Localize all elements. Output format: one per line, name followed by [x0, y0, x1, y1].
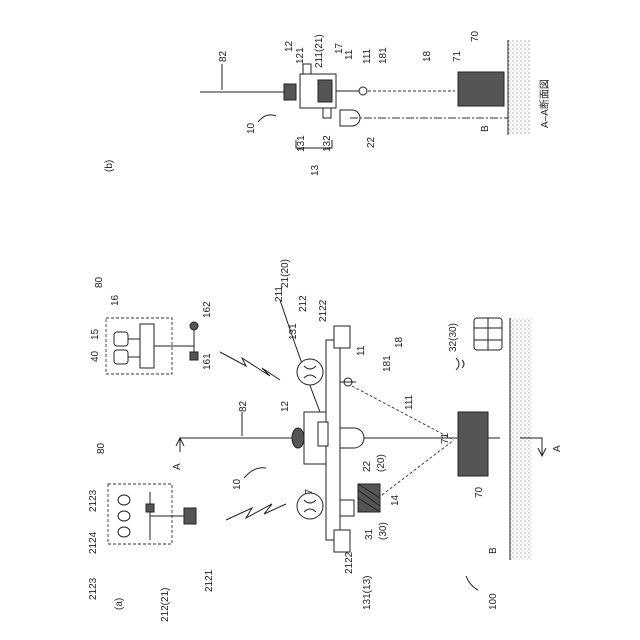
label-121b: 121 — [295, 47, 306, 64]
body-17 — [318, 422, 328, 446]
panel-b-label: (b) — [104, 160, 115, 172]
unit-16 — [140, 324, 154, 368]
tether-18a — [352, 386, 454, 440]
antenna-161 — [190, 352, 198, 360]
label-31-30b: (30) — [378, 522, 389, 540]
label-18b: 18 — [422, 50, 433, 62]
wireless-signal-top — [220, 352, 280, 380]
propeller-132-b — [323, 108, 331, 118]
label-80b: 80 — [96, 442, 107, 454]
label-12a: 12 — [280, 400, 291, 412]
wireless-signal-bottom — [226, 504, 286, 520]
hub-12-b — [284, 84, 296, 100]
label-212-21: 212(21) — [160, 588, 171, 622]
antenna-162 — [190, 322, 198, 330]
section-title: A–A断面図 — [538, 79, 551, 128]
sensor-31 — [340, 500, 354, 516]
label-111a: 111 — [404, 394, 415, 410]
label-2124: 2124 — [88, 531, 99, 554]
hub-12 — [292, 428, 304, 448]
label-10a: 10 — [232, 478, 243, 490]
label-2123a: 2123 — [88, 489, 99, 512]
label-16: 16 — [110, 294, 121, 306]
unit-15 — [114, 332, 128, 346]
label-21-20: 21(20) — [280, 259, 291, 288]
label-Bb: B — [480, 125, 491, 132]
label-131b: 131 — [296, 135, 307, 152]
label-80a: 80 — [94, 276, 105, 288]
label-82a: 82 — [238, 400, 249, 412]
panel-a: (a) 100 80 40 15 16 161 162 80 2123 2124… — [88, 259, 563, 622]
label-11b: 11 — [344, 49, 355, 60]
label-131-13: 131(13) — [362, 576, 373, 610]
unit-40 — [114, 350, 128, 364]
label-100: 100 — [488, 593, 499, 610]
label-40: 40 — [90, 350, 101, 362]
label-22a: 22 — [362, 460, 373, 472]
label-A2: A — [552, 445, 563, 452]
propeller-131-bottom — [297, 493, 323, 519]
label-15: 15 — [90, 328, 101, 340]
antenna-2121 — [184, 508, 196, 524]
label-2122b: 2122 — [344, 551, 355, 574]
propeller-131-top — [297, 359, 323, 385]
label-14: 14 — [390, 494, 401, 506]
label-32-30: 32(30) — [448, 323, 459, 352]
camera-22 — [340, 428, 364, 448]
label-132: 132 — [322, 135, 333, 152]
label-11a: 11 — [356, 345, 367, 356]
stick-2123b — [118, 527, 130, 537]
label-18a: 18 — [394, 336, 405, 348]
label-2122a: 2122 — [318, 299, 329, 322]
label-181a: 181 — [382, 355, 393, 372]
label-212: 212 — [298, 295, 309, 312]
label-13: 13 — [310, 164, 321, 176]
label-12b: 12 — [284, 40, 295, 52]
label-111b: 111 — [362, 48, 373, 64]
label-82b: 82 — [218, 50, 229, 62]
ground-section — [508, 40, 530, 135]
label-71a: 71 — [440, 432, 451, 444]
ground — [510, 318, 532, 560]
label-70b: 70 — [470, 30, 481, 42]
label-22b: 22 — [366, 136, 377, 148]
label-2121: 2121 — [204, 569, 215, 592]
label-162: 162 — [202, 301, 213, 318]
label-211-21: 211(21) — [314, 34, 325, 68]
label-131a: 131 — [288, 323, 299, 340]
object-70 — [458, 412, 488, 476]
label-10b: 10 — [246, 122, 257, 134]
label-70a: 70 — [474, 486, 485, 498]
stick-2123a — [118, 495, 130, 505]
button-2124 — [118, 511, 130, 521]
hook-181-b — [359, 87, 367, 95]
label-161: 161 — [202, 353, 213, 370]
label-31-30: 31 — [364, 528, 375, 540]
label-2123b: 2123 — [88, 577, 99, 600]
label-181b: 181 — [378, 47, 389, 64]
label-22a-b: (20) — [376, 454, 387, 472]
panel-a-label: (a) — [114, 598, 125, 610]
foot-2122-bottom — [334, 530, 350, 552]
panel-b: (b) A–A断面図 82 12 121 211(21) 17 131 132 … — [104, 30, 551, 176]
body-17-b — [318, 80, 332, 102]
propeller-131-b — [303, 64, 311, 74]
label-A1: A — [172, 463, 183, 470]
label-B1: B — [488, 547, 499, 554]
object-70-b — [458, 72, 504, 106]
controller-80-bottom — [108, 484, 172, 544]
tether-18b — [378, 440, 454, 498]
label-71b: 71 — [452, 50, 463, 62]
foot-2122-top — [334, 326, 350, 348]
